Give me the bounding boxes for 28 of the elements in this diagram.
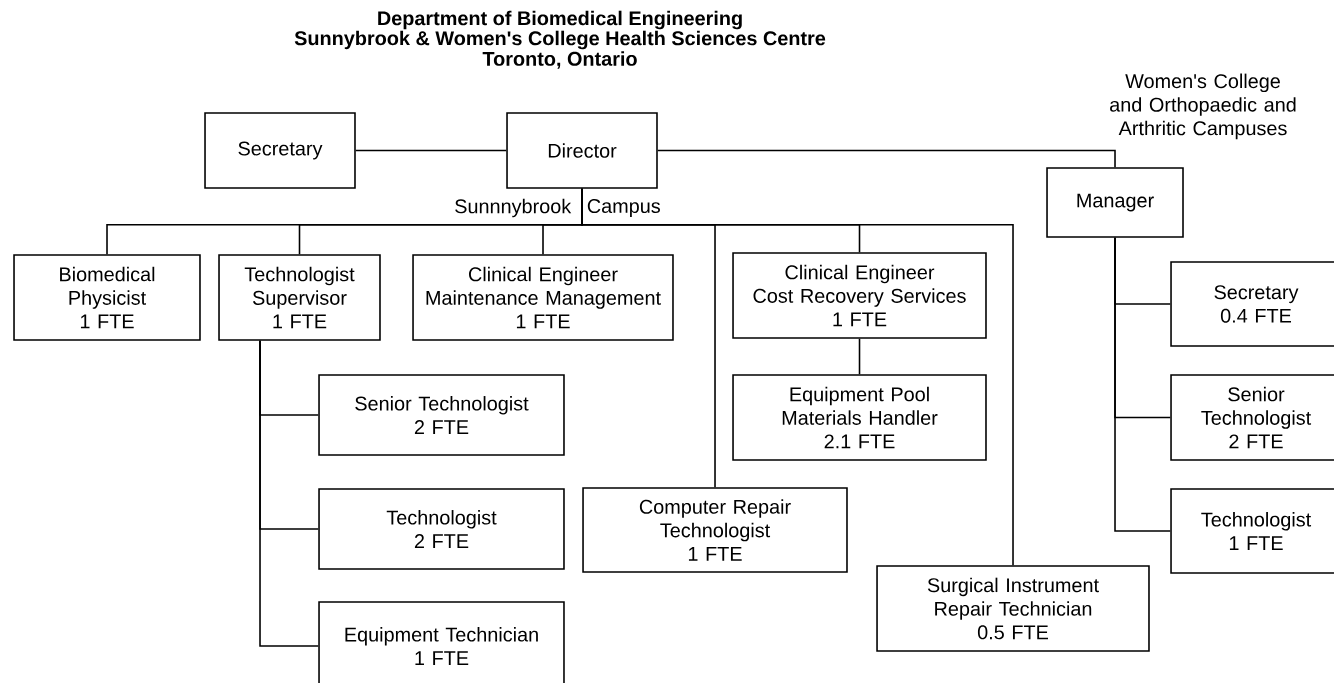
org-box: Manager: [1046, 167, 1184, 238]
branch-label: Campus: [587, 199, 660, 217]
org-box: Computer Repair Technologist 1 FTE: [582, 487, 848, 573]
org-box: Technologist Supervisor 1 FTE: [218, 254, 381, 341]
branch-label: Women's College and Orthopaedic and Arthritic Campuses: [1110, 73, 1296, 140]
connector-line: [1114, 237, 1172, 532]
org-box: Secretary: [204, 112, 356, 189]
org-box: Clinical Engineer Maintenance Management 1 FTE: [412, 254, 674, 341]
branch-label: Sunnnybrook: [455, 198, 572, 218]
connector-line: [858, 338, 861, 375]
org-box: Technologist 2 FTE: [318, 488, 565, 570]
org-box: Biomedical Physicist 1 FTE: [13, 254, 201, 341]
org-box: Director: [506, 112, 658, 189]
org-box: Equipment Technician 1 FTE: [318, 601, 565, 683]
org-box: Equipment Pool Materials Handler 2.1 FTE: [732, 374, 987, 461]
connector-line: [581, 188, 1014, 566]
subtitle: Sunnybrook & Women's College Health Sciences Centre: [294, 30, 826, 50]
org-box: Technologist 1 FTE: [1170, 488, 1334, 574]
org-box: Clinical Engineer Cost Recovery Services 1 FTE: [732, 252, 987, 339]
org-box: Senior Technologist 2 FTE: [318, 374, 565, 456]
org-box: Secretary 0.4 FTE: [1170, 261, 1334, 347]
connector-line: [259, 340, 320, 647]
org-box: Senior Technologist 2 FTE: [1170, 374, 1334, 461]
title: Department of Biomedical Engineering: [378, 10, 742, 30]
connector-line: [355, 149, 508, 152]
org-box: Surgical Instrument Repair Technician 0.5 FTE: [876, 565, 1150, 652]
connector-line: [657, 149, 1116, 168]
subtitle: Toronto, Ontario: [482, 51, 637, 69]
